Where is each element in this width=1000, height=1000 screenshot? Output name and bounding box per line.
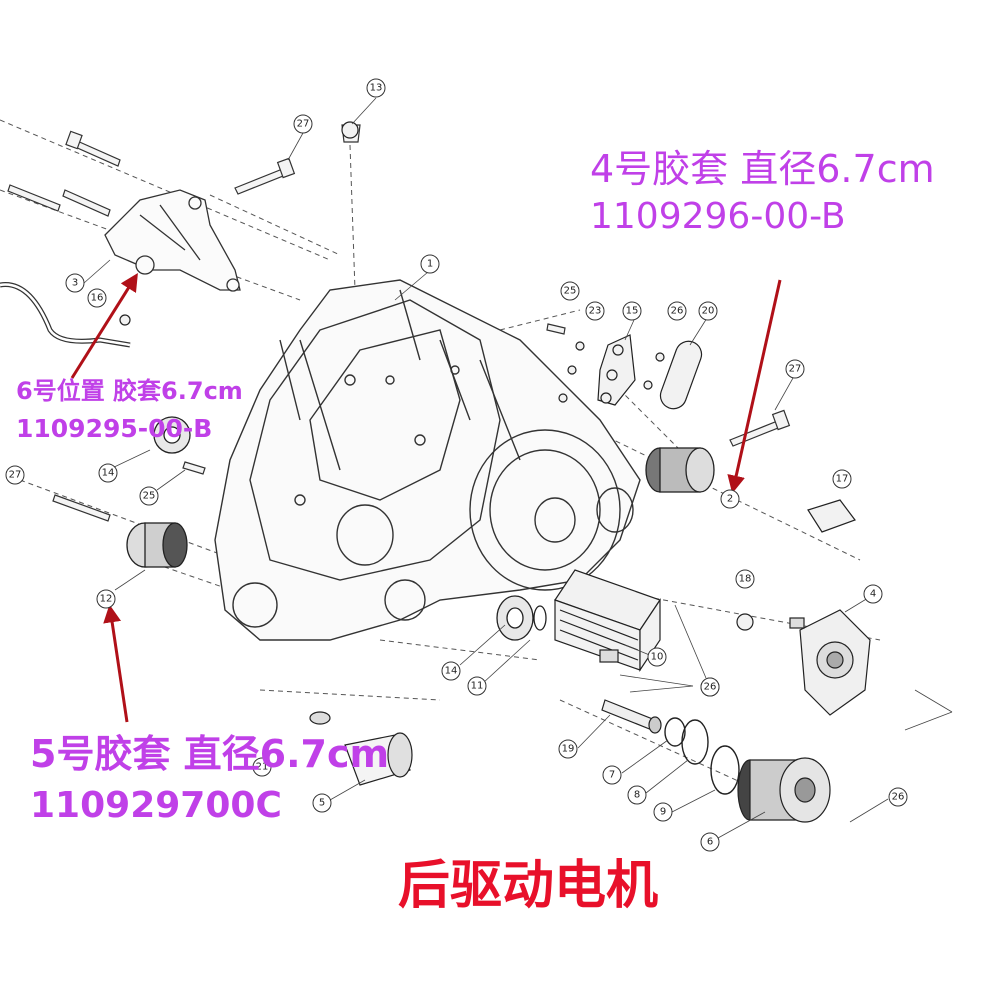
svg-text:27: 27 <box>9 470 22 481</box>
svg-text:23: 23 <box>589 306 602 317</box>
svg-text:27: 27 <box>297 119 310 130</box>
callout-26: 26 <box>700 677 720 697</box>
svg-text:14: 14 <box>102 468 115 479</box>
annotation-pos4-part-number: 1109296-00-B <box>590 196 846 237</box>
oil-filter <box>309 711 413 786</box>
annotation-pos6-title: 6号位置 胶套6.7cm <box>16 377 243 405</box>
rubber-bushing-12 <box>126 522 188 568</box>
diagram-title: 后驱动电机 <box>398 856 659 916</box>
callout-1: 1 <box>420 254 440 274</box>
svg-text:3: 3 <box>72 278 78 289</box>
callout-12: 12 <box>96 589 116 609</box>
coolant-tube <box>601 699 662 734</box>
svg-text:26: 26 <box>892 792 905 803</box>
seal-14-top <box>153 416 191 454</box>
svg-text:26: 26 <box>704 682 717 693</box>
callout-8: 8 <box>627 785 647 805</box>
callout-11: 11 <box>467 676 487 696</box>
svg-text:26: 26 <box>671 306 684 317</box>
callout-9: 9 <box>653 802 673 822</box>
annotation-pos6-part-number: 1109295-00-B <box>16 414 213 443</box>
svg-text:5: 5 <box>319 798 325 809</box>
svg-text:18: 18 <box>739 574 752 585</box>
callout-26: 26 <box>667 301 687 321</box>
callout-20: 20 <box>698 301 718 321</box>
callout-14: 14 <box>98 463 118 483</box>
oil-pump <box>789 609 871 716</box>
svg-text:19: 19 <box>562 744 575 755</box>
callout-25: 25 <box>139 486 159 506</box>
callout-10: 10 <box>647 647 667 667</box>
annotation-pos5-part-number: 110929700C <box>30 785 282 826</box>
svg-text:9: 9 <box>660 807 666 818</box>
o-rings <box>664 717 740 795</box>
callout-13: 13 <box>366 78 386 98</box>
callout-19: 19 <box>558 739 578 759</box>
rubber-bushing-2 <box>645 447 715 493</box>
callout-14: 14 <box>441 661 461 681</box>
callout-27: 27 <box>785 359 805 379</box>
svg-text:25: 25 <box>564 286 577 297</box>
svg-text:1: 1 <box>427 259 433 270</box>
svg-text:10: 10 <box>651 652 664 663</box>
mount-bracket <box>104 189 241 292</box>
callout-7: 7 <box>602 765 622 785</box>
svg-text:8: 8 <box>634 790 640 801</box>
callout-6: 6 <box>700 832 720 852</box>
svg-text:17: 17 <box>836 474 849 485</box>
svg-text:15: 15 <box>626 306 639 317</box>
callout-21: 21 <box>252 757 272 777</box>
svg-text:20: 20 <box>702 306 715 317</box>
callout-16: 16 <box>87 288 107 308</box>
callout-25: 25 <box>560 281 580 301</box>
svg-text:16: 16 <box>91 293 104 304</box>
motor-housing <box>214 279 641 641</box>
svg-text:12: 12 <box>100 594 113 605</box>
callout-3: 3 <box>65 273 85 293</box>
red-indicator-arrows <box>70 272 782 723</box>
callout-23: 23 <box>585 301 605 321</box>
filter-cartridge <box>737 757 831 823</box>
svg-text:7: 7 <box>609 770 615 781</box>
callout-27: 27 <box>5 465 25 485</box>
callout-15: 15 <box>622 301 642 321</box>
callout-leaders <box>83 97 953 839</box>
svg-text:13: 13 <box>370 83 383 94</box>
oil-cooler <box>554 569 661 672</box>
callout-18: 18 <box>735 569 755 589</box>
svg-text:14: 14 <box>445 666 458 677</box>
callout-26: 26 <box>888 787 908 807</box>
annotation-pos5-title: 5号胶套 直径6.7cm <box>30 732 390 776</box>
svg-text:21: 21 <box>256 762 269 773</box>
callout-4: 4 <box>863 584 883 604</box>
small-parts <box>119 121 856 631</box>
svg-text:25: 25 <box>143 491 156 502</box>
annotation-pos4-title: 4号胶套 直径6.7cm <box>590 147 935 191</box>
callout-27: 27 <box>293 114 313 134</box>
callout-5: 5 <box>312 793 332 813</box>
seal-14-bottom <box>496 595 547 641</box>
svg-text:4: 4 <box>870 589 876 600</box>
svg-text:27: 27 <box>789 364 802 375</box>
svg-text:6: 6 <box>707 837 713 848</box>
svg-text:2: 2 <box>727 494 733 505</box>
svg-text:11: 11 <box>471 681 484 692</box>
callout-2: 2 <box>720 489 740 509</box>
callout-17: 17 <box>832 469 852 489</box>
